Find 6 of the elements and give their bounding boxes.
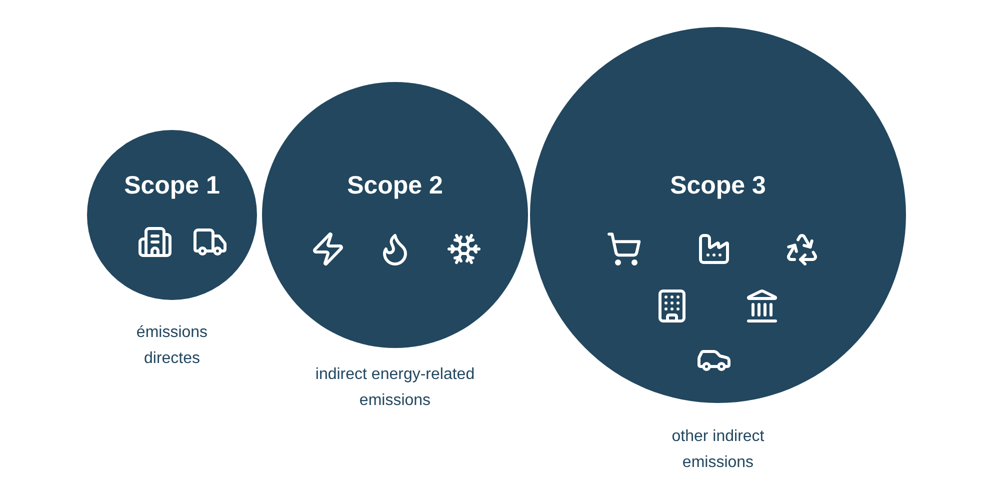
- scope-description: indirect energy-related emissions: [314, 365, 476, 411]
- scope-description: émissions directes: [135, 323, 209, 369]
- scope-description: other indirect emissions: [670, 427, 766, 473]
- scope-heading: Scope 3: [670, 170, 766, 202]
- scope-heading: Scope 1: [124, 170, 220, 202]
- scope-heading: Scope 2: [347, 170, 443, 202]
